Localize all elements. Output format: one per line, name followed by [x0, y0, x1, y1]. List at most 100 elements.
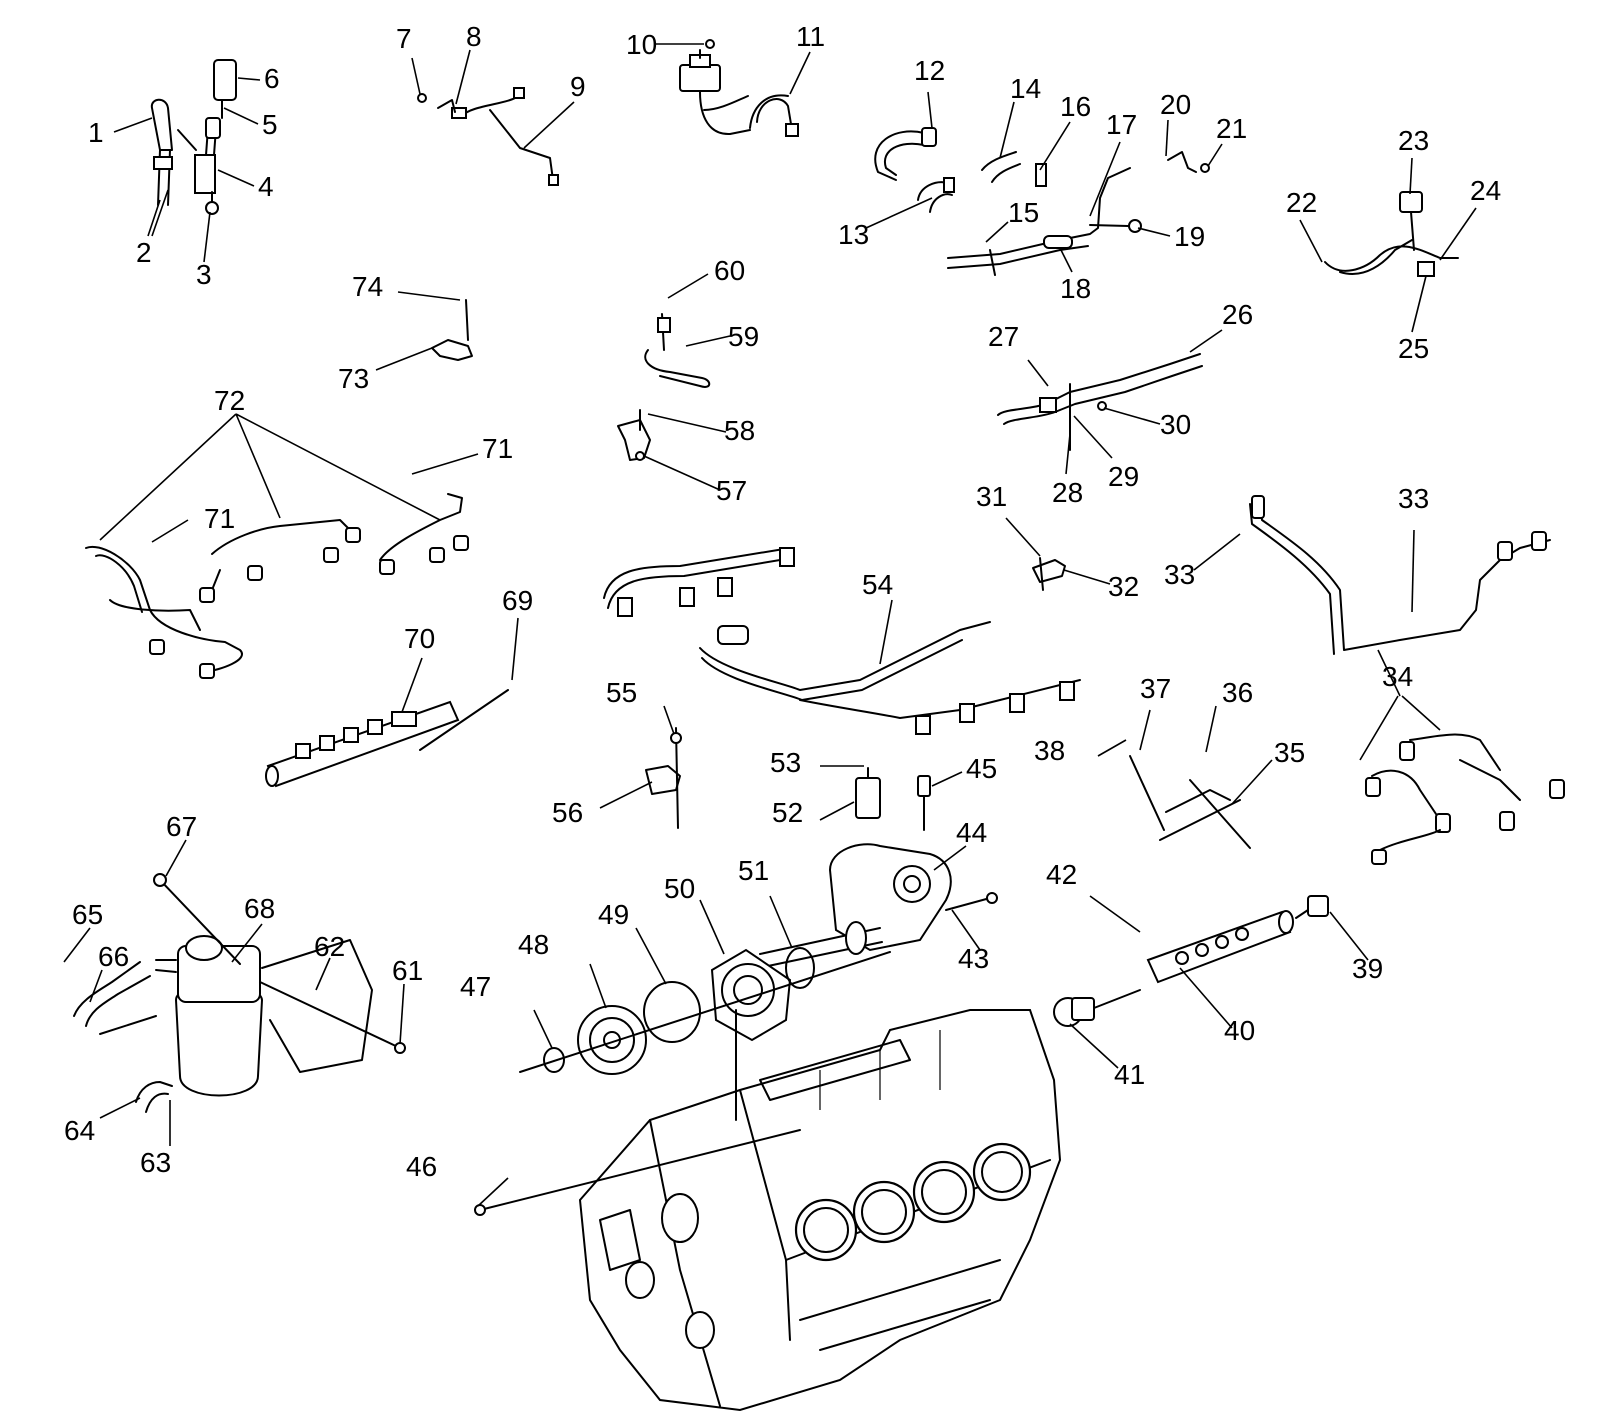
callout-21: 21	[1216, 113, 1247, 144]
callout-63: 63	[140, 1147, 171, 1178]
harness-24	[1324, 191, 1459, 277]
callout-59: 59	[728, 321, 759, 352]
callout-69: 69	[502, 585, 533, 616]
callout-33-right: 33	[1398, 483, 1429, 514]
callout-38: 38	[1034, 735, 1065, 766]
callout-26: 26	[1222, 299, 1253, 330]
callout-47: 47	[460, 971, 491, 1002]
callout-49: 49	[598, 899, 629, 930]
callout-24: 24	[1470, 175, 1501, 206]
callout-40: 40	[1224, 1015, 1255, 1046]
callout-32: 32	[1108, 571, 1139, 602]
bracket-35	[1129, 755, 1251, 849]
callout-44: 44	[956, 817, 987, 848]
callout-51: 51	[738, 855, 769, 886]
callout-33-left: 33	[1164, 559, 1195, 590]
callout-9: 9	[570, 71, 586, 102]
callout-56: 56	[552, 797, 583, 828]
callout-34: 34	[1382, 661, 1413, 692]
callout-62: 62	[314, 931, 345, 962]
leader-lines	[63, 43, 1477, 1207]
callout-4: 4	[258, 171, 274, 202]
callout-66: 66	[98, 941, 129, 972]
part-drawings	[73, 39, 1565, 1412]
callout-73: 73	[338, 363, 369, 394]
callout-20: 20	[1160, 89, 1191, 120]
fuel-line-9	[417, 87, 559, 186]
callout-39: 39	[1352, 953, 1383, 984]
hoses-and-tube-18	[874, 127, 1142, 276]
valve-and-hose-11	[679, 39, 799, 137]
callout-13: 13	[838, 219, 869, 250]
callout-57: 57	[716, 475, 747, 506]
callout-42: 42	[1046, 859, 1077, 890]
return-hose-assembly	[150, 59, 237, 215]
callout-19: 19	[1174, 221, 1205, 252]
callout-58: 58	[724, 415, 755, 446]
callout-7: 7	[396, 23, 412, 54]
bracket-32	[1032, 557, 1066, 591]
callout-10: 10	[626, 29, 657, 60]
callout-72: 72	[214, 385, 245, 416]
callout-27: 27	[988, 321, 1019, 352]
clip-56	[645, 727, 682, 829]
callout-45: 45	[966, 753, 997, 784]
callout-11: 11	[796, 21, 825, 52]
callout-68: 68	[244, 893, 275, 924]
callout-labels: 1 2 3 4 5 6 7 8 9 10 11 12 13 14 15 16 1…	[64, 21, 1501, 1182]
pump-drive-components	[519, 947, 891, 1075]
callout-17: 17	[1106, 109, 1137, 140]
callout-35: 35	[1274, 737, 1305, 768]
fuel-rail-40	[1053, 895, 1329, 1027]
high-pressure-pump-44	[759, 767, 998, 967]
callout-67: 67	[166, 811, 197, 842]
callout-36: 36	[1222, 677, 1253, 708]
callout-64: 64	[64, 1115, 95, 1146]
callout-31: 31	[976, 481, 1007, 512]
callout-16: 16	[1060, 91, 1091, 122]
callout-60: 60	[714, 255, 745, 286]
injector-lines-34	[1249, 495, 1565, 865]
clip-20	[1167, 151, 1210, 173]
callout-2: 2	[136, 237, 152, 268]
callout-55: 55	[606, 677, 637, 708]
engine-block	[474, 1009, 1062, 1412]
callout-71-left: 71	[204, 503, 235, 534]
callout-28: 28	[1052, 477, 1083, 508]
callout-30: 30	[1160, 409, 1191, 440]
injector-lines-72	[85, 493, 469, 679]
callout-22: 22	[1286, 187, 1317, 218]
callout-61: 61	[392, 955, 423, 986]
callout-29: 29	[1108, 461, 1139, 492]
callout-1: 1	[88, 117, 104, 148]
callout-6: 6	[264, 63, 280, 94]
callout-50: 50	[664, 873, 695, 904]
callout-8: 8	[466, 21, 482, 52]
line-59	[617, 313, 711, 461]
callout-70: 70	[404, 623, 435, 654]
fuel-rail-70	[265, 689, 509, 788]
callout-25: 25	[1398, 333, 1429, 364]
fuel-lines-54	[603, 547, 1081, 735]
callout-74: 74	[352, 271, 383, 302]
callout-41: 41	[1114, 1059, 1145, 1090]
callout-48: 48	[518, 929, 549, 960]
callout-65: 65	[72, 899, 103, 930]
callout-46: 46	[406, 1151, 437, 1182]
callout-53: 53	[770, 747, 801, 778]
callout-15: 15	[1008, 197, 1039, 228]
bracket-73	[431, 299, 473, 361]
fuel-filter-68	[73, 873, 406, 1113]
callout-52: 52	[772, 797, 803, 828]
callout-23: 23	[1398, 125, 1429, 156]
callout-71-right: 71	[482, 433, 513, 464]
callout-5: 5	[262, 109, 278, 140]
callout-54: 54	[862, 569, 893, 600]
callout-14: 14	[1010, 73, 1041, 104]
callout-43: 43	[958, 943, 989, 974]
callout-18: 18	[1060, 273, 1091, 304]
callout-37: 37	[1140, 673, 1171, 704]
callout-12: 12	[914, 55, 945, 86]
callout-3: 3	[196, 259, 212, 290]
